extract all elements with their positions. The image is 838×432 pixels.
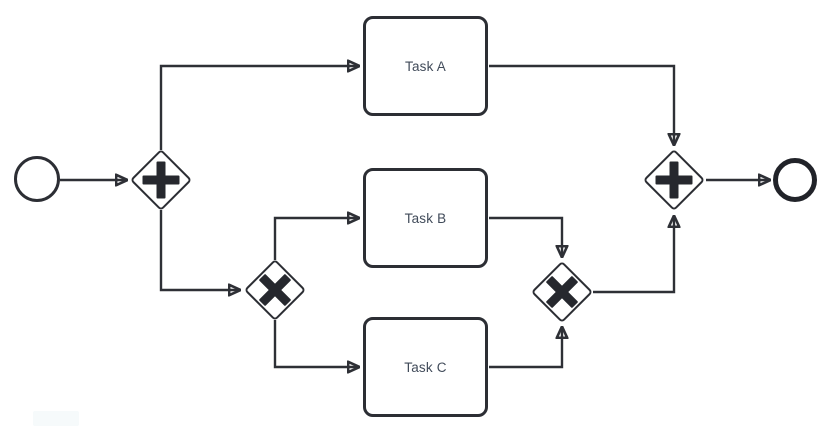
flow-task-c-to-exclusive-join [489, 327, 562, 369]
exclusive-gateway-join[interactable] [530, 260, 594, 324]
parallel-gateway-join[interactable] [642, 148, 706, 212]
exclusive-gateway-x-icon [540, 270, 584, 314]
task-b-label: Task B [404, 210, 447, 226]
flow-task-a-to-parallel-join [489, 64, 674, 145]
task-c[interactable]: Task C [363, 317, 488, 417]
exclusive-gateway-split[interactable] [243, 258, 307, 322]
task-b[interactable]: Task B [363, 168, 488, 268]
flow-exclusive-join-to-parallel-join [593, 216, 674, 294]
task-a-label: Task A [405, 58, 446, 74]
flow-parallel-split-to-exclusive-split [159, 210, 240, 290]
flow-parallel-split-to-task-a [159, 66, 359, 150]
task-a[interactable]: Task A [363, 16, 488, 116]
parallel-gateway-split[interactable] [129, 148, 193, 212]
parallel-gateway-plus-icon [139, 158, 183, 202]
parallel-gateway-plus-icon [652, 158, 696, 202]
flow-task-b-to-exclusive-join [489, 216, 562, 257]
exclusive-gateway-x-icon [253, 268, 297, 312]
watermark-fragment [33, 411, 79, 426]
flow-exclusive-split-to-task-b [273, 218, 359, 260]
flow-exclusive-split-to-task-c [273, 320, 359, 367]
task-c-label: Task C [404, 359, 447, 375]
start-event[interactable] [14, 156, 60, 202]
end-event[interactable] [773, 158, 817, 202]
